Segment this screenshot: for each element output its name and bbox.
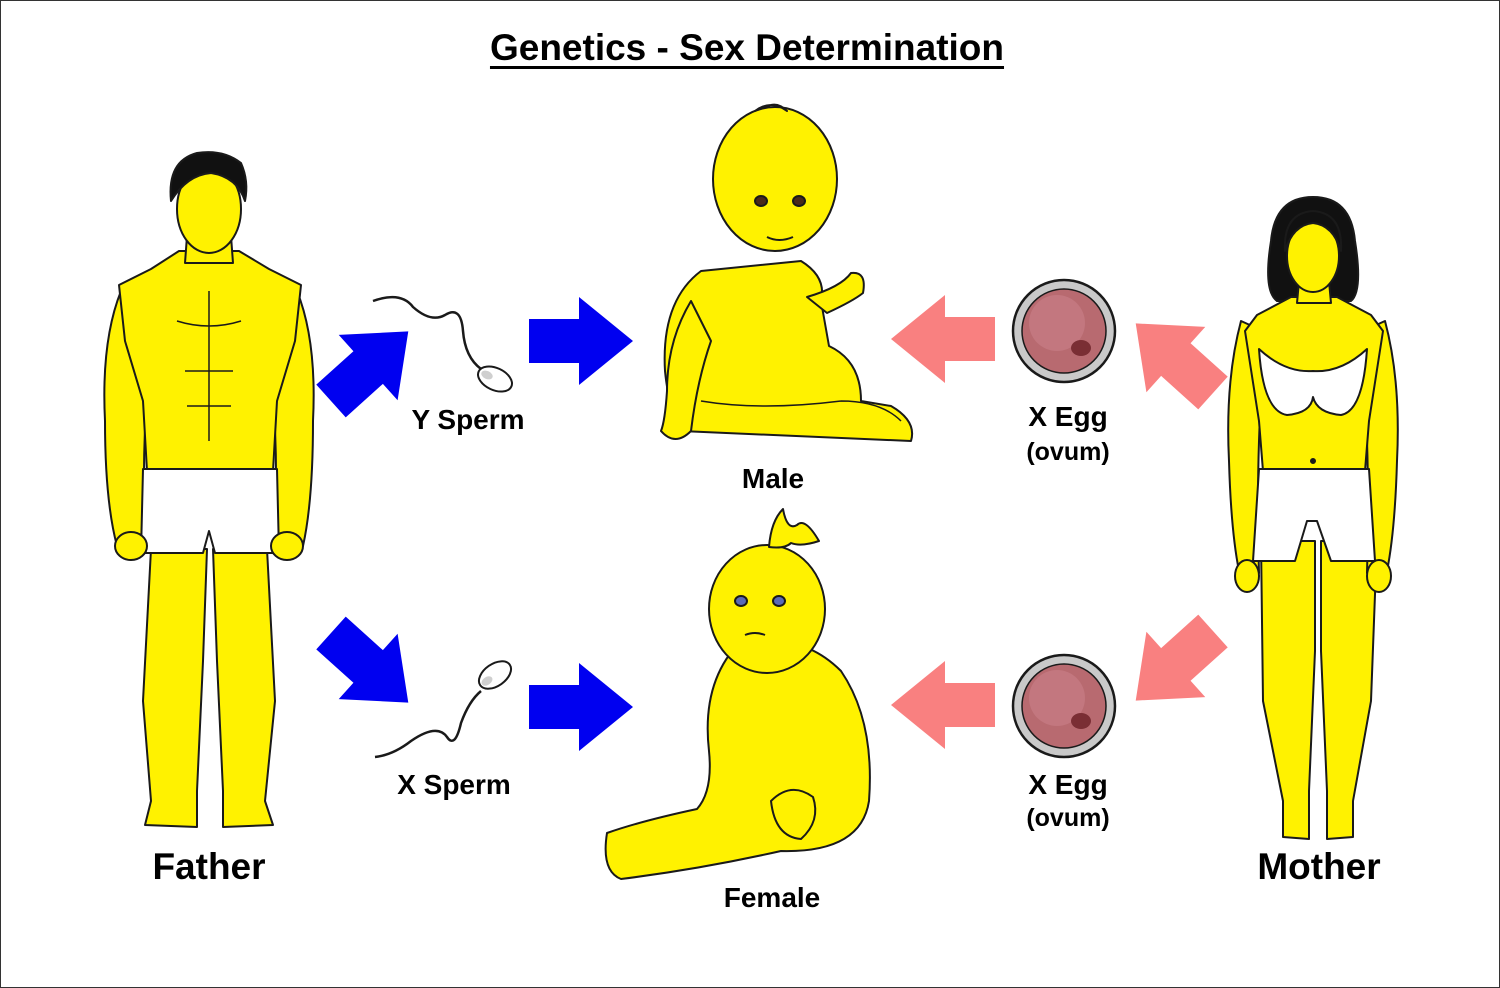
female-label: Female bbox=[723, 882, 821, 913]
egg-cell-icon bbox=[1011, 653, 1117, 759]
sperm-icon bbox=[374, 660, 513, 759]
egg-cell-icon bbox=[1011, 278, 1117, 384]
arrow-icon bbox=[1106, 598, 1243, 734]
male-label: Male bbox=[741, 463, 805, 494]
arrow-icon bbox=[529, 297, 633, 385]
father-label: Father bbox=[152, 846, 266, 887]
father-figure-icon bbox=[103, 151, 315, 828]
y-sperm-label: Y Sperm bbox=[411, 404, 525, 435]
male-baby-icon bbox=[660, 103, 913, 442]
x-sperm-label: X Sperm bbox=[397, 769, 511, 800]
mother-label: Mother bbox=[1257, 846, 1381, 887]
x-egg-top-label: X Egg bbox=[1028, 401, 1108, 432]
arrow-icon bbox=[1106, 290, 1243, 426]
arrow-icon bbox=[529, 663, 633, 751]
female-baby-icon bbox=[604, 508, 871, 880]
arrow-icon bbox=[891, 295, 995, 383]
diagram-title: Genetics - Sex Determination bbox=[489, 27, 1005, 68]
ovum-bottom-label: (ovum) bbox=[1026, 804, 1110, 832]
x-egg-bottom-label: X Egg bbox=[1028, 769, 1108, 800]
arrow-icon bbox=[891, 661, 995, 749]
arrow-icon bbox=[301, 600, 438, 736]
sperm-icon bbox=[372, 295, 513, 393]
mother-figure-icon bbox=[1227, 196, 1399, 840]
ovum-top-label: (ovum) bbox=[1026, 438, 1110, 466]
